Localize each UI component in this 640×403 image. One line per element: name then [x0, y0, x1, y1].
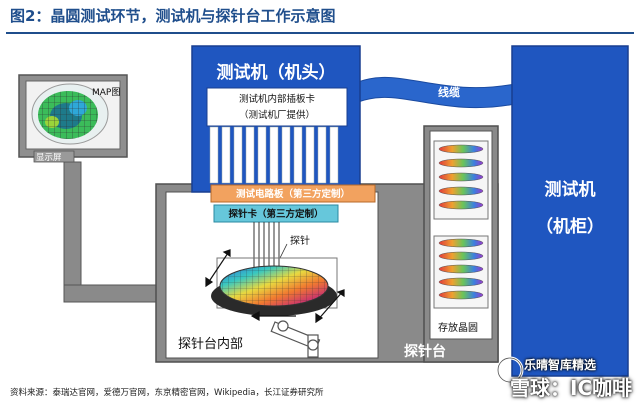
- board-card-slots: [209, 126, 339, 184]
- watermark-line2: 雪球：IC咖啡: [510, 376, 633, 400]
- tester-cabinet: 测试机 （机柜）: [511, 45, 629, 377]
- test-circuit-board: [210, 184, 376, 203]
- display-connector: [63, 161, 161, 303]
- cable-label: 线缆: [438, 85, 460, 99]
- wafer-cassette-top: [433, 140, 489, 220]
- probe-label: 探针: [290, 234, 310, 247]
- display-label: 显示屏: [36, 153, 62, 163]
- board-card-sublabel: （测试机厂提供）: [239, 109, 315, 121]
- robot-arm: [270, 320, 321, 358]
- rotation-arrows: [205, 249, 345, 324]
- source-note: 资料来源：泰瑞达官网，爱德万官网，东京精密官网，Wikipedia，长江证券研究…: [10, 388, 324, 398]
- page-title: 图2：晶圆测试环节，测试机与探针台工作示意图: [10, 7, 336, 25]
- circuit-board-label: 测试电路板（第三方定制）: [236, 188, 350, 200]
- chuck-label: 探针台内部: [178, 336, 243, 352]
- map-label: MAP图: [92, 87, 120, 98]
- wafer-cassette-bottom: [433, 235, 489, 309]
- test-head-title: 测试机（机头）: [217, 62, 336, 83]
- cable: [357, 76, 516, 109]
- probe-card: [213, 204, 339, 223]
- board-card-label: 测试机内部插板卡: [239, 93, 316, 105]
- watermark-logo-icon: [496, 356, 524, 384]
- watermark-line1: 乐晴智库精选: [524, 358, 597, 372]
- probe-card-label: 探针卡（第三方定制）: [228, 208, 323, 220]
- cabinet-title: 测试机: [545, 179, 596, 200]
- cabinet-subtitle: （机柜）: [536, 216, 604, 237]
- display-monitor: MAP图 显示屏: [18, 74, 128, 163]
- wafer-chuck: [211, 257, 338, 316]
- wafer-storage: 存放晶圆: [423, 125, 499, 363]
- storage-label: 存放晶圆: [438, 321, 478, 334]
- test-head: 测试机（机头） 测试机内部插板卡 （测试机厂提供）: [191, 45, 361, 193]
- prober-label: 探针台: [404, 343, 446, 360]
- title-divider: [6, 32, 634, 34]
- wafer-map-icon: [38, 91, 98, 139]
